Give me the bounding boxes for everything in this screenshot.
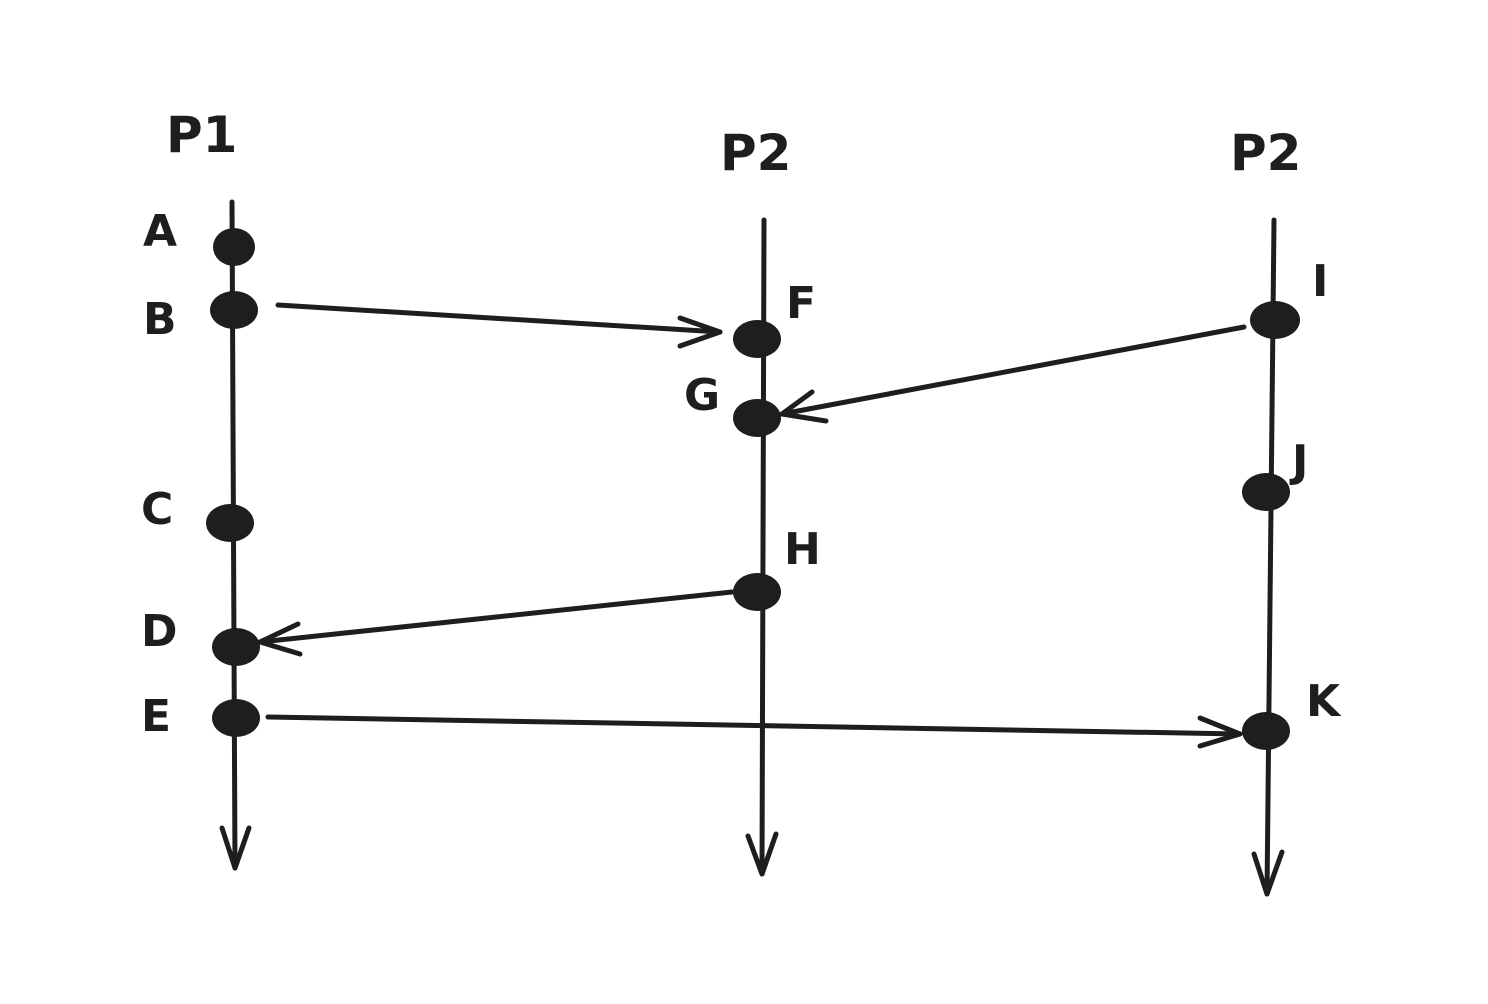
- event-label-f: F: [786, 278, 816, 329]
- event-label-g: G: [684, 370, 720, 421]
- event-dot-c: [206, 504, 254, 542]
- event-dot-e: [212, 699, 260, 737]
- event-label-i: I: [1312, 256, 1328, 307]
- message-b-to-f: [275, 302, 723, 349]
- event-dot-b: [210, 291, 258, 329]
- event-label-h: H: [784, 524, 821, 575]
- event-label-d: D: [141, 606, 178, 657]
- event-dot-a: [213, 228, 255, 266]
- event-label-j: J: [1289, 436, 1308, 487]
- event-label-a: A: [143, 206, 177, 257]
- event-label-k: K: [1306, 676, 1342, 727]
- process-label-p1: P1: [166, 106, 237, 164]
- process-label-p2-right: P2: [1230, 124, 1301, 182]
- message-i-to-g: [779, 324, 1247, 424]
- event-dot-i: [1250, 301, 1300, 339]
- event-label-c: C: [141, 484, 173, 535]
- event-dot-g: [733, 399, 781, 437]
- process-label-p2-middle: P2: [720, 124, 791, 182]
- event-dot-j: [1242, 473, 1290, 511]
- event-dot-f: [733, 320, 781, 358]
- event-dot-k: [1242, 712, 1290, 750]
- event-dot-d: [212, 628, 260, 666]
- lifeline-p2-middle: [745, 217, 779, 877]
- event-dot-h: [733, 573, 781, 611]
- event-label-e: E: [141, 691, 171, 742]
- message-h-to-d: [257, 589, 735, 657]
- message-e-to-k: [265, 714, 1243, 749]
- event-label-b: B: [143, 294, 177, 345]
